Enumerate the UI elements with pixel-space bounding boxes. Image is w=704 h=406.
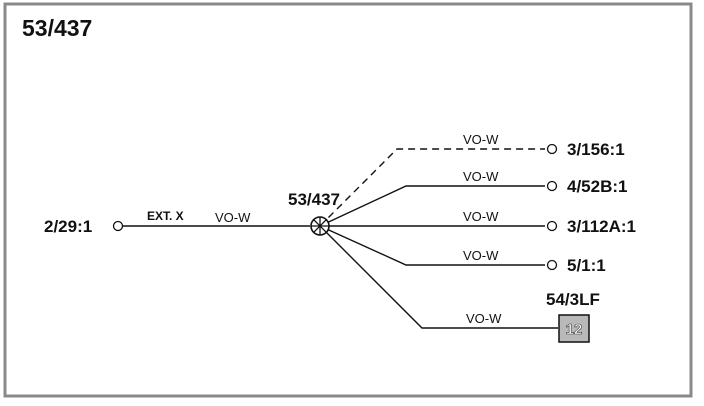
branch-wire-color-1: VO-W xyxy=(463,132,499,147)
branch-wire-5 xyxy=(319,225,558,329)
splice-symbol xyxy=(310,216,330,236)
source-wire-color-label: VO-W xyxy=(215,210,251,225)
branch-wire-2 xyxy=(319,185,545,227)
source-terminal xyxy=(112,220,124,232)
branch-wire-color-3: VO-W xyxy=(463,209,499,224)
branch-connector-3: 3/112A:1 xyxy=(567,217,636,236)
branch-wire-1 xyxy=(319,148,545,227)
ground-point-number: 12 xyxy=(566,321,583,338)
branch-terminal-4 xyxy=(546,259,558,271)
branch-wire-4 xyxy=(319,225,545,266)
splice-label: 53/437 xyxy=(288,190,340,209)
ground-point-box xyxy=(558,314,590,343)
diagram-title: 53/437 xyxy=(22,15,92,41)
branch-terminal-2 xyxy=(546,180,558,192)
ground-connector-label: 54/3LF xyxy=(546,290,600,309)
branch-terminal-1 xyxy=(546,143,558,155)
branch-wire-color-4: VO-W xyxy=(463,248,499,263)
branch-terminal-3 xyxy=(546,220,558,232)
branch-wire-color-2: VO-W xyxy=(463,169,499,184)
branch-connector-4: 5/1:1 xyxy=(567,256,606,275)
extension-label: EXT. X xyxy=(147,209,184,223)
branch-connector-2: 4/52B:1 xyxy=(567,177,627,196)
source-connector-label: 2/29:1 xyxy=(44,217,92,236)
branch-wire-color-5: VO-W xyxy=(466,311,502,326)
branch-connector-1: 3/156:1 xyxy=(567,140,625,159)
